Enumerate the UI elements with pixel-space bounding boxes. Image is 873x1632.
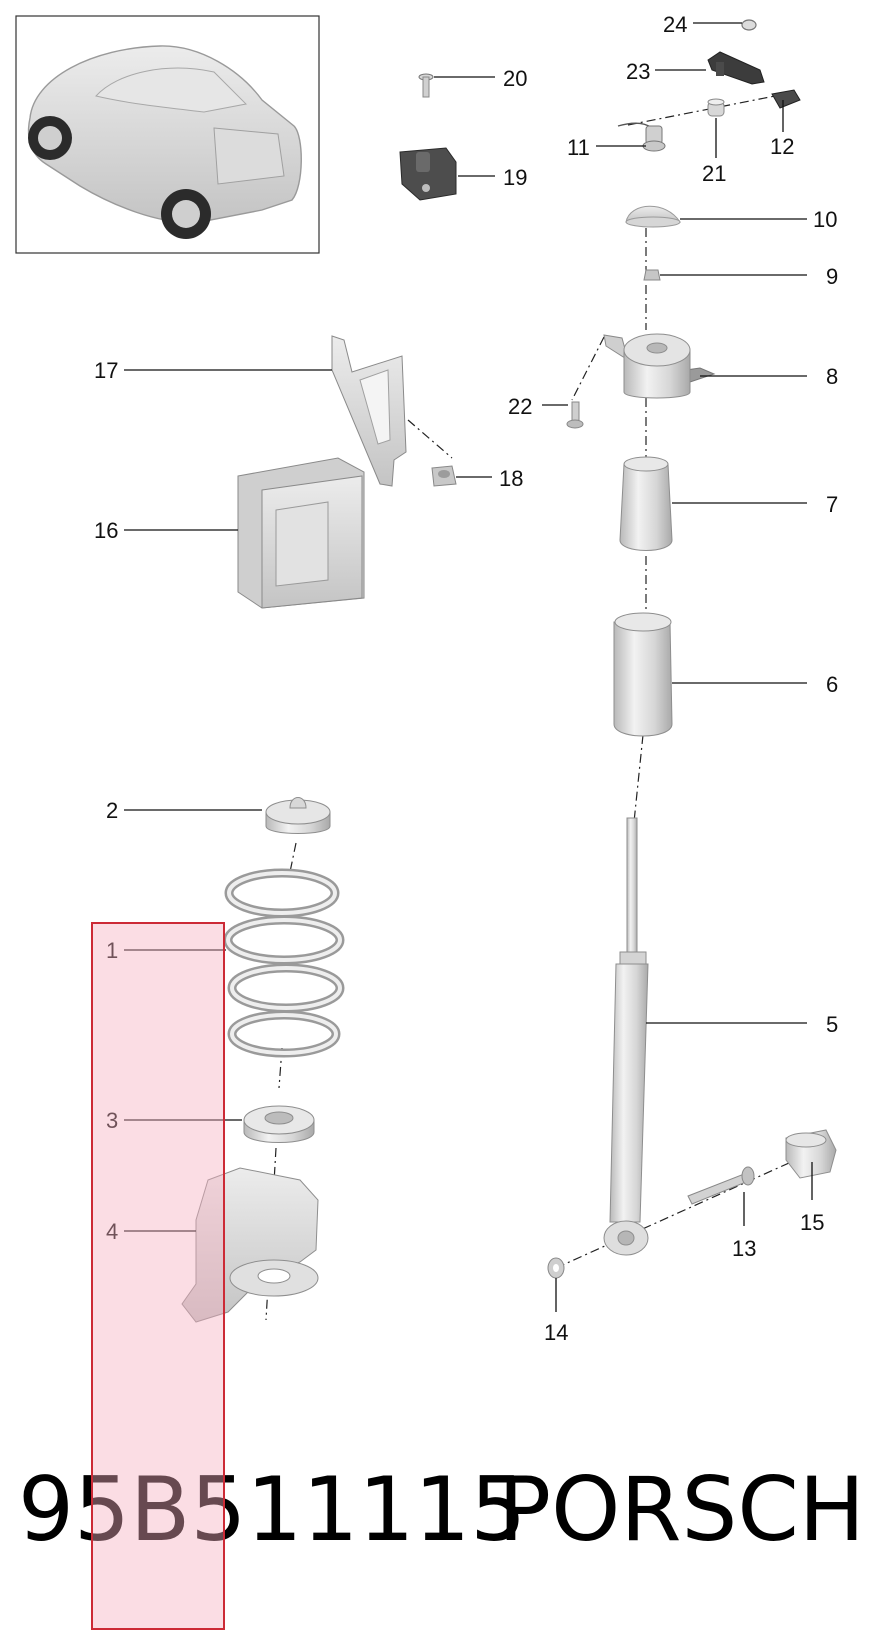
- callout-16: 16: [94, 518, 118, 543]
- brand-text: PORSCHE: [498, 1458, 873, 1561]
- assembly-axis-lines: [265, 94, 801, 1321]
- part-10-cap: [625, 205, 681, 228]
- part-15-bracket: [785, 1129, 837, 1179]
- part-number-text: 95B511115: [18, 1458, 526, 1561]
- part-9-nut: [643, 269, 661, 281]
- part-24-ring: [741, 19, 757, 31]
- part-16-control-unit: [237, 457, 365, 609]
- callout-12: 12: [770, 134, 794, 159]
- callout-5: 5: [826, 1012, 838, 1037]
- part-20-screw: [418, 73, 434, 98]
- part-3-lower-spring-pad: [243, 1105, 315, 1143]
- callout-leader-lines: [124, 22, 813, 1312]
- part-12-connector: [771, 89, 801, 109]
- part-5-shock-absorber: [603, 817, 649, 1256]
- callout-8: 8: [826, 364, 838, 389]
- part-2-upper-spring-pad: [265, 797, 331, 834]
- callout-19: 19: [503, 165, 527, 190]
- callout-24: 24: [663, 12, 687, 37]
- part-1-coil-spring: [223, 868, 345, 1058]
- callout-14: 14: [544, 1320, 568, 1345]
- callout-18: 18: [499, 466, 523, 491]
- part-21-fitting: [707, 98, 725, 117]
- vehicle-thumbnail: [15, 15, 320, 254]
- callout-20: 20: [503, 66, 527, 91]
- part-19-sensor: [399, 147, 457, 201]
- callout-labels: 24 23 11 12 21 20 19 10 9 8 17 22 18 7 1…: [94, 12, 838, 1345]
- callout-2: 2: [106, 798, 118, 823]
- part-6-dust-boot: [613, 612, 673, 737]
- callout-22: 22: [508, 394, 532, 419]
- callout-13: 13: [732, 1236, 756, 1261]
- callout-23: 23: [626, 59, 650, 84]
- part-13-bolt: [687, 1166, 755, 1205]
- part-7-bump-stop: [619, 456, 673, 551]
- callout-7: 7: [826, 492, 838, 517]
- callout-10: 10: [813, 207, 837, 232]
- selection-highlight: [91, 922, 225, 1630]
- callout-3: 3: [106, 1108, 118, 1133]
- callout-4: 4: [106, 1219, 118, 1244]
- callout-9: 9: [826, 264, 838, 289]
- callout-21: 21: [702, 161, 726, 186]
- callout-15: 15: [800, 1210, 824, 1235]
- part-18-nut: [431, 465, 457, 487]
- part-8-top-mount: [603, 333, 716, 399]
- part-23-bracket: [707, 51, 765, 85]
- callout-11: 11: [567, 135, 590, 160]
- callout-6: 6: [826, 672, 838, 697]
- callout-17: 17: [94, 358, 118, 383]
- part-17-bracket: [331, 335, 407, 487]
- part-14-washer: [547, 1257, 565, 1279]
- callout-1: 1: [106, 938, 118, 963]
- part-4-spring-seat: [181, 1167, 319, 1323]
- part-22-bolt: [566, 401, 584, 429]
- part-11-height-sensor: [617, 122, 666, 152]
